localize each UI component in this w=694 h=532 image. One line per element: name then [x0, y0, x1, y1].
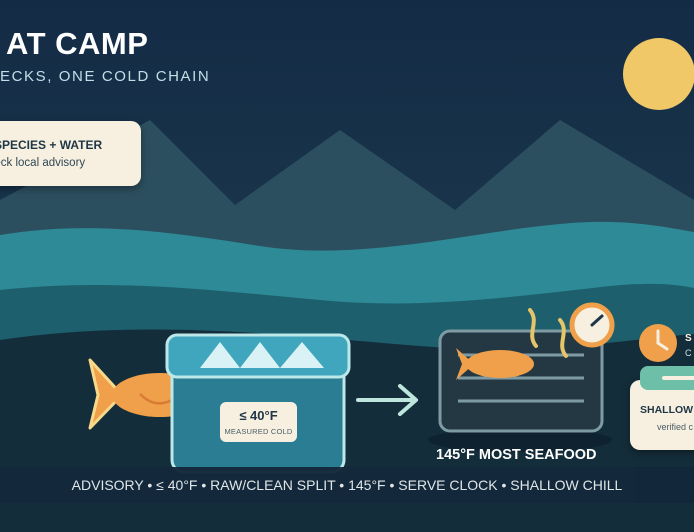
- cooler-note: MEASURED COLD: [224, 427, 293, 436]
- species-water-card: SPECIES + WATER heck local advisory: [0, 121, 141, 186]
- page-subtitle: ECKS, ONE COLD CHAIN: [0, 68, 211, 85]
- clock-icon: [569, 302, 615, 348]
- cooler-temp: ≤ 40°F: [239, 408, 278, 423]
- shallow-pan-icon: [640, 366, 694, 390]
- species-card-subtitle: heck local advisory: [0, 157, 86, 169]
- cooler-temp-label: ≤ 40°F MEASURED COLD: [220, 402, 297, 442]
- serve-subtitle: C: [685, 348, 692, 358]
- page-title: AT CAMP: [6, 26, 149, 61]
- steps-text: ADVISORY • ≤ 40°F • RAW/CLEAN SPLIT • 14…: [71, 477, 623, 493]
- shallow-card-title: SHALLOW: [640, 404, 694, 416]
- shallow-card-subtitle: verified c: [657, 422, 694, 432]
- grill-icon: [428, 308, 612, 452]
- cook-temp-label: 145°F MOST SEAFOOD: [436, 447, 597, 463]
- arrow-right-icon: [356, 384, 418, 416]
- sun-icon: [623, 38, 694, 110]
- serve-title: S: [685, 333, 692, 344]
- species-card-title: SPECIES + WATER: [0, 138, 103, 152]
- shallow-chill-card: SHALLOW verified c: [630, 366, 694, 450]
- serve-clock-icon: [639, 324, 677, 362]
- steps-footer: ADVISORY • ≤ 40°F • RAW/CLEAN SPLIT • 14…: [0, 467, 694, 503]
